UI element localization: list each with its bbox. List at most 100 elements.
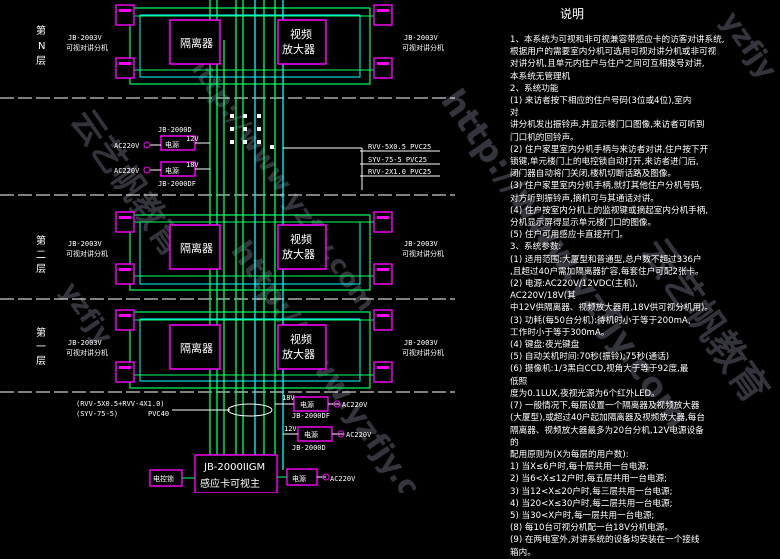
upper-power-label-2: 电源 xyxy=(165,166,179,175)
bottom-cable-2: (SYV-75-5) xyxy=(76,410,118,418)
notes-line: (5) 自动关机时间:70秒(振铃);75秒(通话) xyxy=(510,352,670,363)
notes-line: 3) 当12<X≤20户时,每三层共用一台电源; xyxy=(510,486,673,497)
notes-line: 中12V供隔离器、视频放大器用,18V供可视分机用)。 xyxy=(510,303,713,314)
floor-1-label-3: 层 xyxy=(36,355,46,367)
notes-line: (1) 来访者按下相应的住户号码(3位或4位),室内 xyxy=(510,96,692,107)
isolator-box xyxy=(169,224,221,270)
notes-line: 对方听到振铃声,摘机可与其通话对讲。 xyxy=(510,193,659,204)
notes-line: (3) 功耗(每50台分机):待机时小于等于200mA, xyxy=(510,315,691,326)
ext-model-right: JB-2003V xyxy=(404,34,439,42)
floor-n-label-3: 层 xyxy=(36,55,46,67)
notes-line: (4) 住户按室内分机上的监视键或摘起室内分机手柄, xyxy=(510,205,709,216)
lower-ac-label-1: AC220V xyxy=(342,401,368,409)
lower-power-supplies xyxy=(275,396,345,486)
video-amplifier-box xyxy=(277,224,327,270)
notes-line: (6) 摄像机:1/3黑白CCD,视角大于等于92度,最 xyxy=(510,364,689,375)
video-amp-label-1: 视频 xyxy=(290,27,312,41)
isolator-box xyxy=(169,19,221,65)
isolator-label: 隔离器 xyxy=(180,36,213,50)
notes-line: 5) 当30<X户时,每一层共用一台电源; xyxy=(510,510,655,521)
notes-line: 低照 xyxy=(510,376,528,387)
video-amplifier-box xyxy=(277,324,327,370)
ext-name-left: 可视对讲分机 xyxy=(66,43,108,52)
video-amp-label-2: 放大器 xyxy=(282,42,315,56)
notes-line: 2、系统功能 xyxy=(510,83,559,94)
upper-model2-label: JB-2000DF xyxy=(158,180,196,188)
floor-dividers xyxy=(0,97,455,393)
ext-name-right: 可视对讲分机 xyxy=(402,43,444,52)
cable-label-3: RVV-2X1.0 PVC25 xyxy=(368,168,431,176)
upper-ac-label-1: AC220V xyxy=(114,142,140,150)
video-amplifier-box xyxy=(277,19,327,65)
ext-model-left: JB-2003V xyxy=(68,240,103,248)
notes-title: 说明 xyxy=(560,7,585,21)
floor-1-block xyxy=(120,311,390,389)
host-unit xyxy=(149,454,287,493)
video-amp-label-2: 放大器 xyxy=(282,247,315,261)
isolator-label: 隔离器 xyxy=(180,341,213,355)
lock-label: 电控锁 xyxy=(153,474,174,483)
notes-line: 对 xyxy=(510,108,519,119)
notes-panel: 说明 1、本系统为可视和非可视兼容带感应卡的访客对讲系统, 根据用户的需要室内分… xyxy=(510,8,776,559)
notes-line: 分机显示屏得显示单元楼门口的图像。 xyxy=(510,218,657,229)
host-power-label: 电源 xyxy=(292,474,306,483)
lower-18v-label: 18V xyxy=(282,394,295,402)
lower-model1-label: JB-2000DF xyxy=(292,412,330,420)
bottom-cable-1: (RVV-5X0.5+RVV-4X1.0) xyxy=(76,400,165,408)
ext-model-left: JB-2003V xyxy=(68,34,103,42)
notes-line: (8) 每10台可视分机配一台18V分机电源。 xyxy=(510,523,673,534)
upper-18v-label: 18V xyxy=(186,161,199,169)
isolator-label: 隔离器 xyxy=(180,241,213,255)
notes-line: 锁键,单元楼门上的电控锁自动打开,来访者进门后, xyxy=(510,157,699,168)
notes-line: 根据用户的需要室内分机可选用可视对讲分机或非可视 xyxy=(510,47,717,58)
notes-line: 工作时小于等于300mA。 xyxy=(510,327,610,338)
notes-line: (9) 在两电室外,对讲系统的设备均安装在一个接线 xyxy=(510,535,700,546)
floor-n-label-1: 第 xyxy=(36,24,46,37)
notes-line: 门口机的回铃声。 xyxy=(510,132,579,143)
notes-line: 3、系统参数: xyxy=(510,242,562,253)
notes-line: 闭门器自动将门关闭,楼机切断话路及图像。 xyxy=(510,169,677,180)
upper-model-label: JB-2000D xyxy=(158,126,192,134)
floor-2-block xyxy=(120,214,390,291)
notes-line: 箱内。 xyxy=(510,547,536,558)
video-amp-label-2: 放大器 xyxy=(282,347,315,361)
cable-bundle-mark xyxy=(227,403,273,417)
upper-power-supply xyxy=(143,135,210,177)
junction-dots xyxy=(230,114,274,149)
floor-n-label-2: N xyxy=(38,41,45,52)
ext-model-right: JB-2003V xyxy=(404,339,439,347)
notes-line: AC220V/18V(其 xyxy=(510,291,576,302)
lower-power-label-1: 电源 xyxy=(300,400,314,409)
isolator-box xyxy=(169,324,221,370)
notes-line: (3) 住户家里室内分机手柄,就打其他住户分机号码, xyxy=(510,181,703,192)
floor-1-label-1: 第 xyxy=(36,326,46,339)
phone-handset-marks xyxy=(119,9,389,369)
floor-2-label-2: 二 xyxy=(36,250,46,261)
notes-line: (5) 住户可用感应卡直接开门。 xyxy=(510,230,629,241)
ext-name-right: 可视对讲分机 xyxy=(402,348,444,357)
notes-line: 度为0.1LUX,夜视光源为6个红外LED。 xyxy=(510,388,660,399)
host-ac-label: AC220V xyxy=(330,475,356,483)
notes-line: 本系统无管理机 xyxy=(510,71,571,82)
notes-line: (2) 电源:AC220V/12VDC(主机), xyxy=(510,279,638,290)
host-model-label: JB-2000IIGM xyxy=(203,462,265,473)
upper-ac-label-2: AC220V xyxy=(114,167,140,175)
notes-line: (4) 键盘:夜光键盘 xyxy=(510,340,580,351)
cable-label-lines xyxy=(283,147,440,190)
floor-2-label-1: 第 xyxy=(36,234,46,247)
ext-name-right: 可视对讲分机 xyxy=(402,249,444,258)
notes-line: 配用原则为(X为每层的用户数): xyxy=(510,449,629,460)
cable-label-2: SYV-75-5 PVC25 xyxy=(368,156,427,164)
notes-line: (大厦型),或超过40户起加隔离器及视频放大器,每台 xyxy=(510,413,705,424)
notes-lines: 1、本系统为可视和非可视兼容带感应卡的访客对讲系统, 根据用户的需要室内分机可选… xyxy=(510,34,776,559)
notes-line: 1、本系统为可视和非可视兼容带感应卡的访客对讲系统, xyxy=(510,35,725,45)
lower-model2-label: JB-2000D xyxy=(292,444,326,452)
notes-line: (7) 一般情况下,每层设置一个隔离器及视频放大器 xyxy=(510,401,700,412)
ext-name-left: 可视对讲分机 xyxy=(66,348,108,357)
notes-line: 2) 当6<X≤12户时,每五层共用一台电源; xyxy=(510,474,667,485)
notes-line: 1) 当X≤6户时,每十层共用一台电源; xyxy=(510,462,649,473)
cable-label-1: RVV-5X0.5 PVC25 xyxy=(368,143,431,151)
lower-ac-label-2: AC220V xyxy=(346,431,372,439)
lower-power-label-2: 电源 xyxy=(304,430,318,439)
notes-line: 隔离器、视频放大器最多为20台分机,12V电源设备 xyxy=(510,425,704,436)
